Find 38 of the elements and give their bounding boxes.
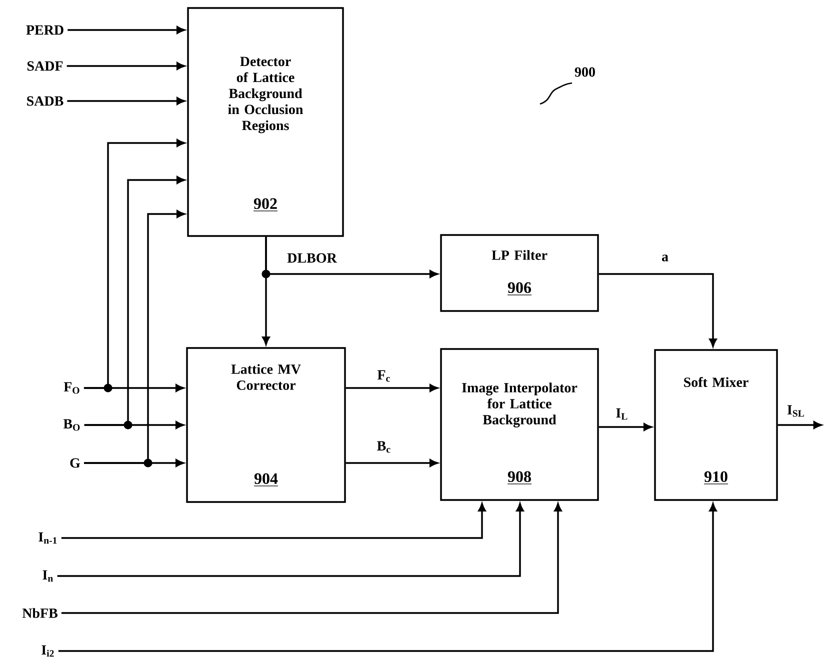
process-box: Image Interpolator for Lattice Background 908: [440, 348, 599, 501]
signal-label: G: [70, 458, 80, 468]
arrow: [61, 503, 562, 614]
signal-label: B$_{O}$: [63, 419, 80, 431]
process-box: Detector of Lattice Background in Occlusion Regions 902: [187, 7, 344, 237]
arrow: [58, 503, 717, 652]
signal-label: I$_{n-1}$: [38, 532, 57, 544]
signal-label: I$_{n}$: [42, 570, 53, 582]
arrow: [67, 97, 185, 105]
signal-label: SADF: [27, 61, 63, 71]
arrow: [598, 273, 717, 347]
process-box: Lattice MV Corrector 904: [186, 347, 346, 503]
arrow: [598, 423, 652, 431]
process-box: Soft Mixer 910: [654, 349, 778, 501]
signal-label: F$_{O}$: [64, 382, 80, 394]
arrow: [346, 384, 438, 392]
arrow: [68, 26, 185, 34]
edge-label: F$_{c}$: [376, 368, 392, 384]
process-box: LP Filter 906: [440, 234, 599, 312]
arrow: [61, 503, 486, 539]
arrow: [346, 459, 438, 467]
arrow: [84, 421, 184, 429]
signal-label: I$_{i2}$: [42, 645, 54, 657]
edge-label: B$_{c}$: [376, 440, 393, 454]
edge-label: I$_{L}$: [614, 406, 630, 421]
arrow: [778, 421, 822, 429]
signal-label: SADB: [27, 96, 64, 106]
arrow: [84, 459, 184, 467]
arrow: [66, 62, 185, 70]
signal-label: PERD: [26, 25, 64, 35]
arrow: [57, 503, 524, 577]
arrow: [84, 384, 184, 392]
edge-label: I$_{SL}$: [786, 404, 806, 418]
edge-label: DLBOR: [286, 252, 338, 264]
reference-numeral: 900: [574, 67, 595, 77]
arrow: [265, 236, 438, 278]
edge-label: a: [660, 253, 670, 263]
signal-label: NbFB: [22, 608, 58, 618]
